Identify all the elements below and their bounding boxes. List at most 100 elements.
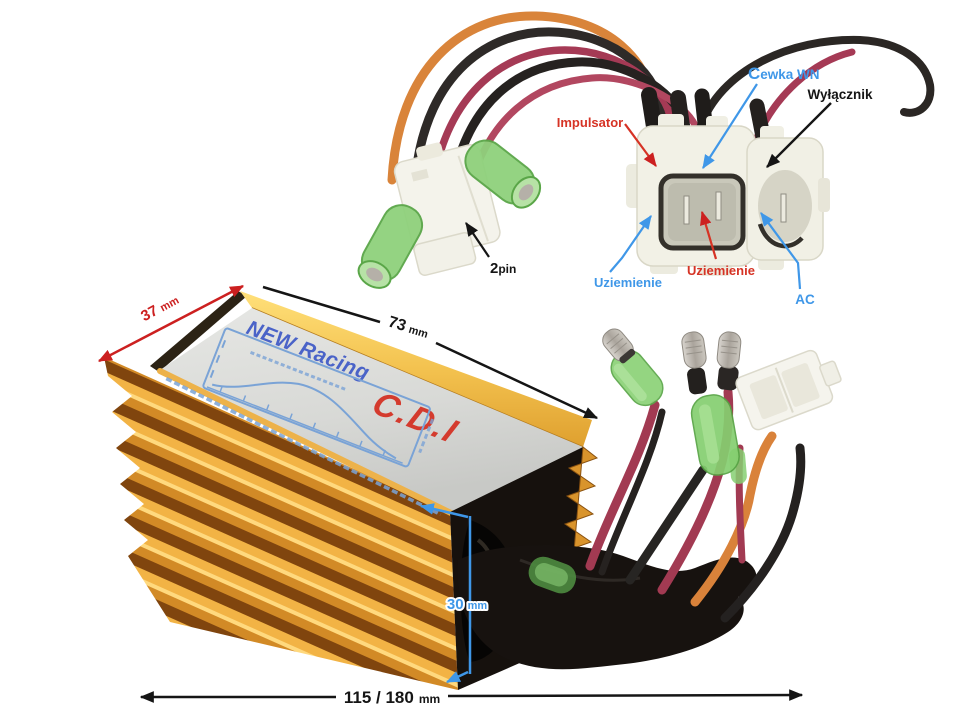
sleeve-inner <box>534 562 568 587</box>
green-boot-lower <box>357 204 424 289</box>
connector-pin <box>683 195 690 225</box>
annotation-impulsator: Impulsator <box>557 115 657 167</box>
dim-30-unit: mm <box>468 600 488 612</box>
connector-pin-2 <box>715 191 722 221</box>
bullet-knurl-2 <box>684 339 703 355</box>
input-harness-wires <box>387 11 935 200</box>
wylacznik-leader <box>766 102 832 168</box>
out-wire-black-2 <box>625 465 708 585</box>
dim-30-leader-bottom <box>445 670 469 684</box>
cewka-wn-leader <box>702 83 758 169</box>
out-wire-maroon <box>585 400 660 571</box>
impulsator-label: Impulsator <box>557 115 623 130</box>
boot-terminal <box>518 184 534 201</box>
2pin-label: 2pin <box>490 260 516 277</box>
bullet-silver-2 <box>681 331 707 369</box>
wylacznik-label: Wyłącznik <box>807 87 873 102</box>
dim-length-unit: mm <box>419 692 440 706</box>
bullet-knurl <box>606 333 628 354</box>
bullet-band <box>619 348 636 364</box>
dim-73-line-a <box>262 285 381 324</box>
green-boot-upper <box>464 139 542 209</box>
bullet-connector-middle <box>690 394 740 476</box>
dim-73-label: 73mm <box>386 314 431 342</box>
2pin-leader <box>465 222 490 258</box>
annotation-uziemienie-center: Uziemienie <box>687 210 755 278</box>
2pin-number: 2 <box>490 260 498 277</box>
connector-pin-3 <box>780 193 787 223</box>
dim-37-unit: mm <box>158 295 181 315</box>
plug-cavity-2 <box>781 363 820 407</box>
dim-30-value: 30 <box>447 596 464 613</box>
label-graph <box>165 327 442 517</box>
bullet-silver-3 <box>716 331 742 369</box>
bullet-sleeve-highlight-2 <box>698 404 720 464</box>
plug-cavity <box>749 375 788 420</box>
annotation-uziemienie-left: Uziemienie <box>594 215 662 290</box>
annotation-cewka-wn: Cewka WN <box>702 64 820 169</box>
dim-30-label: 30 mm <box>447 596 487 613</box>
cewka-wn-initial: C <box>748 64 760 83</box>
annotation-wylacznik: Wyłącznik <box>766 87 873 168</box>
ac-leader <box>760 212 802 290</box>
boot-terminal-2 <box>366 267 383 282</box>
ac-label: AC <box>795 292 815 307</box>
bullet-band-right <box>717 365 739 391</box>
dimension-height-30mm: 30 mm <box>419 503 489 684</box>
dim-73-line-b <box>435 341 599 420</box>
out-wire-orange <box>690 431 777 607</box>
dim-37-arrow <box>97 284 245 363</box>
impulsator-leader <box>624 123 657 167</box>
wire-black-curl <box>696 35 935 132</box>
plug-tab <box>819 360 842 387</box>
connector-2pin <box>357 139 542 289</box>
annotations: Impulsator Cewka WN Wyłącznik Uziemienie… <box>465 64 873 307</box>
annotation-2pin: 2pin <box>465 222 516 277</box>
dimension-length-115-180mm: 115 / 180 mm <box>139 688 804 707</box>
connector-socket-oval-edge <box>757 223 804 249</box>
dim-length-line-b <box>447 689 804 701</box>
label-advance-curve <box>211 381 397 460</box>
bullet-knurl-3 <box>720 339 738 355</box>
out-wire-black <box>598 408 666 576</box>
uziemienie-center-label: Uziemienie <box>687 263 755 278</box>
label-graph-axis <box>206 386 403 464</box>
connector-block <box>626 114 830 276</box>
dim-length-value: 115 / 180 <box>344 688 414 707</box>
bullet-sleeve-highlight <box>613 363 647 402</box>
housing-slot <box>411 168 429 182</box>
uziemienie-left-leader <box>609 215 652 273</box>
harness-green-sleeve <box>528 556 577 594</box>
bullet-tip-right <box>716 331 742 369</box>
output-harness <box>457 328 842 670</box>
dim-73-unit: mm <box>407 324 429 341</box>
dim-length-label: 115 / 180 mm <box>344 688 440 707</box>
dim-30-leader-top <box>419 503 469 519</box>
bullet-neck <box>687 367 707 395</box>
dim-37-value: 37 <box>138 302 161 325</box>
output-plug-white <box>735 349 842 431</box>
label-small-print-vertical <box>418 418 435 454</box>
heatsink-fins-face <box>104 357 458 690</box>
annotation-ac: AC <box>760 212 815 307</box>
label-small-print-row <box>249 350 348 392</box>
dim-73-value: 73 <box>386 314 408 335</box>
uziemienie-center-leader <box>700 210 718 260</box>
2pin-suffix: pin <box>498 262 516 276</box>
bullet-tip-middle <box>681 331 707 369</box>
bullet-tip-left <box>602 328 636 364</box>
box-gold-band <box>240 291 592 447</box>
connector-side-bump-2 <box>818 178 830 212</box>
housing-step <box>413 231 477 277</box>
cewka-wn-label: Cewka WN <box>748 64 820 83</box>
cewka-wn-rest: ewka WN <box>760 67 819 82</box>
label-small-print-bottom <box>165 376 442 517</box>
box-front-rim <box>157 368 454 516</box>
label-graph-ticks <box>219 386 386 456</box>
plug-seam <box>774 367 794 413</box>
housing-seam <box>457 155 489 242</box>
housing-latch <box>416 142 444 161</box>
out-wire-black-3 <box>720 443 806 623</box>
